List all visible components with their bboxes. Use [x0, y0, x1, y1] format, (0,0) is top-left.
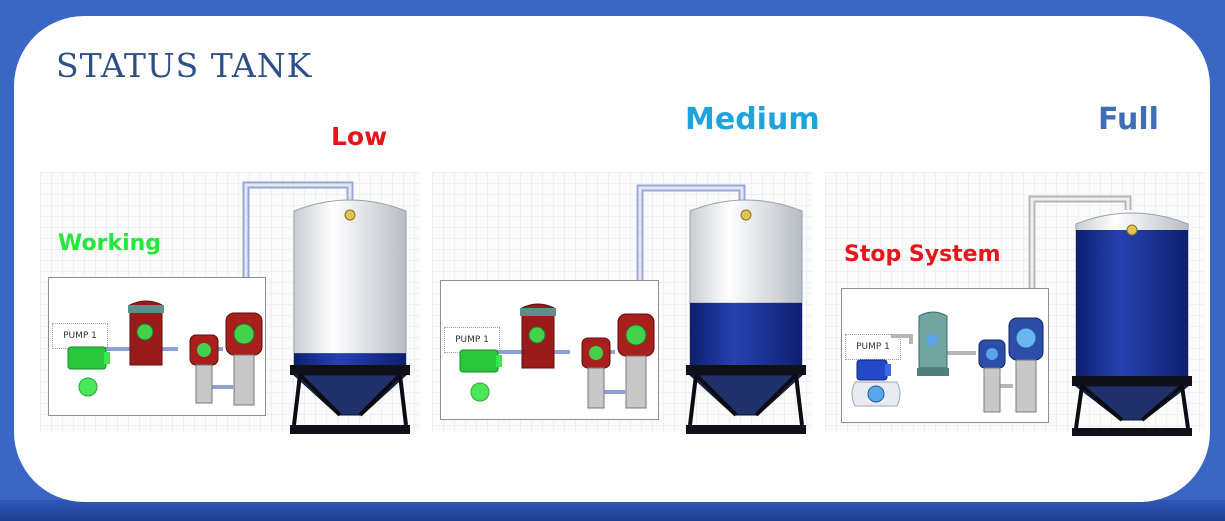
- level-label-full: Full: [1098, 102, 1159, 137]
- level-label-low: Low: [331, 122, 388, 151]
- frame-bottom-bar: [0, 500, 1225, 521]
- page-title: STATUS TANK: [56, 46, 313, 85]
- tank-water-level: [294, 353, 406, 365]
- tank-3: [1072, 212, 1192, 436]
- tank-1: [290, 199, 410, 434]
- tank-2: [686, 199, 806, 434]
- pump-equipment-3: [851, 311, 1044, 413]
- level-label-medium: Medium: [685, 102, 820, 137]
- pump-equipment-2: [459, 303, 655, 409]
- tank-water-level: [690, 302, 802, 365]
- pump-equipment-1: [67, 300, 263, 406]
- status-label-stop-system: Stop System: [844, 242, 1001, 267]
- tank-water-level: [1076, 230, 1188, 376]
- status-label-working: Working: [58, 231, 162, 256]
